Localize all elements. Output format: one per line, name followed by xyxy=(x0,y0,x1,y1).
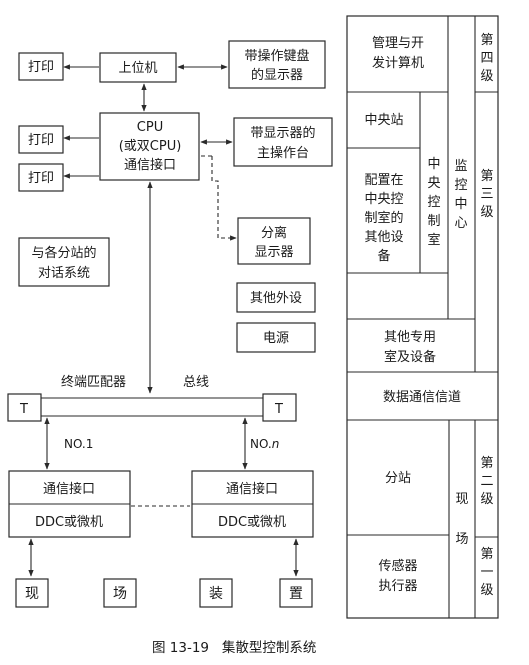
sensors-line-1: 传感器 xyxy=(378,558,417,574)
power-label: 电源 xyxy=(263,331,289,346)
other-peripherals-label: 其他外设 xyxy=(250,291,302,306)
field-char-2: 场 xyxy=(113,586,127,602)
station-n-var: n xyxy=(272,437,280,451)
dialog-system-box xyxy=(18,237,110,287)
terminal-t-left-label: T xyxy=(19,402,28,417)
keyboard-display-line-1: 带操作键盘 xyxy=(244,48,309,64)
central-room-char-2: 央 xyxy=(427,176,440,191)
field-char-box-2 xyxy=(103,578,137,608)
main-console-box xyxy=(233,117,333,167)
monitor-center-char-4: 心 xyxy=(454,216,467,231)
cpu-label-line-2: (或双CPU) xyxy=(119,139,182,154)
field-char-box-3 xyxy=(199,578,233,608)
station-n-ddc-label: DDC或微机 xyxy=(218,515,286,530)
central-other-line-2: 中央控 xyxy=(364,192,403,207)
level4-char-1: 第 xyxy=(480,33,493,48)
power-box xyxy=(236,322,316,353)
station-1-label: NO.1 xyxy=(64,437,93,451)
print-label-3: 打印 xyxy=(28,171,54,186)
figure-caption: 图 13-19 集散型控制系统 xyxy=(152,640,316,656)
central-other-line-4: 其他设 xyxy=(364,230,403,245)
cpu-label-line-1: CPU xyxy=(137,120,163,135)
field-char-box-4 xyxy=(279,578,313,608)
station-1-ddc-label: DDC或微机 xyxy=(35,515,103,530)
station-n-prefix: NO. xyxy=(250,437,272,451)
central-room-char-5: 室 xyxy=(427,232,440,248)
main-console-line-1: 带显示器的 xyxy=(250,125,315,141)
host-computer-label: 上位机 xyxy=(118,61,157,76)
field-char-3: 装 xyxy=(209,586,223,602)
print-box-2 xyxy=(18,125,64,154)
separate-display-line-2: 显示器 xyxy=(254,245,293,260)
separate-display-line-1: 分离 xyxy=(261,225,287,241)
level2-char-1: 第 xyxy=(480,456,493,471)
sensors-line-2: 执行器 xyxy=(378,579,417,594)
dialog-system-line-1: 与各分站的 xyxy=(31,245,96,261)
keyboard-display-line-2: 的显示器 xyxy=(251,67,303,83)
other-rooms-line-2: 室及设备 xyxy=(384,349,436,365)
other-peripherals-box xyxy=(236,282,316,313)
station-n-comm-label: 通信接口 xyxy=(226,481,278,497)
cpu-label-line-3: 通信接口 xyxy=(124,157,176,173)
station-n-label: NO.n xyxy=(250,437,279,451)
station-1-comm-label: 通信接口 xyxy=(43,481,95,497)
level3-char-1: 第 xyxy=(480,169,493,184)
cpu-interface-box xyxy=(99,112,200,181)
terminal-t-left xyxy=(7,393,42,422)
mgmt-line-2: 发计算机 xyxy=(372,55,424,71)
terminal-t-right-label: T xyxy=(274,402,283,417)
field-char-v-2: 场 xyxy=(455,532,468,547)
level1-char-1: 第 xyxy=(480,547,493,562)
keyboard-display-box xyxy=(228,40,326,89)
central-other-line-1: 配置在 xyxy=(364,173,403,188)
level4-char-2: 四 xyxy=(480,51,493,66)
field-char-1: 现 xyxy=(25,586,39,602)
main-console-line-2: 主操作台 xyxy=(257,145,309,161)
field-char-box-1 xyxy=(15,578,49,608)
field-char-v-1: 现 xyxy=(455,492,468,507)
level1-char-2: 一 xyxy=(480,565,493,580)
level1-char-3: 级 xyxy=(480,583,493,598)
print-box-1 xyxy=(18,52,64,81)
print-box-3 xyxy=(18,163,64,192)
central-room-char-3: 控 xyxy=(427,195,440,210)
mgmt-line-1: 管理与开 xyxy=(372,36,424,51)
monitor-center-char-1: 监 xyxy=(454,159,467,174)
central-room-char-4: 制 xyxy=(427,214,440,229)
print-label-2: 打印 xyxy=(28,133,54,148)
central-station-label: 中央站 xyxy=(364,113,403,128)
other-rooms-line-1: 其他专用 xyxy=(384,330,436,345)
terminal-t-right xyxy=(262,393,297,422)
bus-label: 总线 xyxy=(183,375,209,390)
level2-char-3: 级 xyxy=(480,492,493,507)
level3-char-2: 三 xyxy=(480,187,493,202)
hierarchy-table-frame xyxy=(346,15,499,619)
central-other-line-3: 制室的 xyxy=(364,210,403,226)
central-room-char-1: 中 xyxy=(427,157,440,172)
terminal-matcher-label: 终端匹配器 xyxy=(61,374,126,390)
host-computer-box xyxy=(99,52,177,83)
dashed-link-separate-display xyxy=(211,156,237,241)
level3-char-3: 级 xyxy=(480,205,493,220)
dialog-system-line-2: 对话系统 xyxy=(38,266,90,281)
monitor-center-char-3: 中 xyxy=(454,197,467,212)
separate-display-box xyxy=(237,217,311,265)
central-other-line-5: 备 xyxy=(377,248,390,264)
data-channel-label: 数据通信信道 xyxy=(383,390,461,405)
field-char-4: 置 xyxy=(289,586,303,602)
print-label-1: 打印 xyxy=(28,60,54,75)
level4-char-3: 级 xyxy=(480,69,493,84)
substation-label: 分站 xyxy=(385,471,411,486)
monitor-center-char-2: 控 xyxy=(454,178,467,193)
level2-char-2: 二 xyxy=(480,474,493,489)
